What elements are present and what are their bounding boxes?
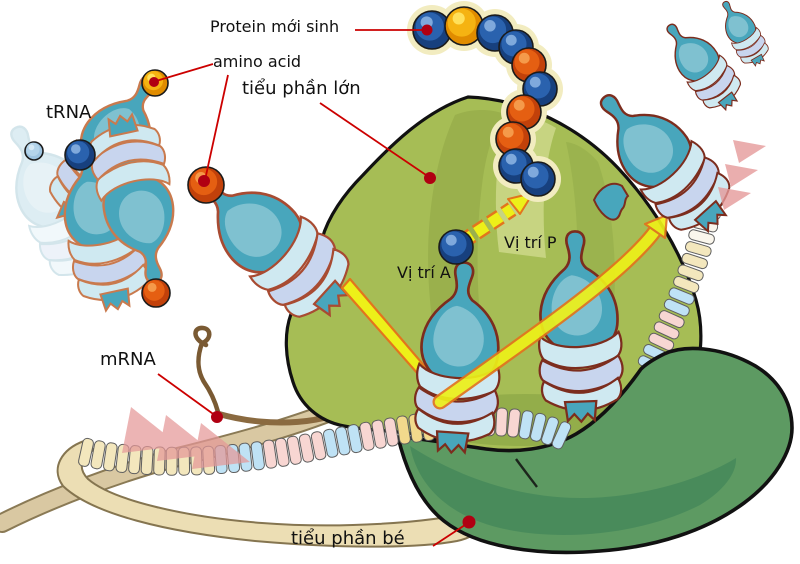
mrna-codon — [396, 415, 411, 445]
trna-label: tRNA — [46, 102, 92, 123]
annotation-dot — [424, 172, 436, 184]
mrna-codon — [648, 332, 675, 351]
annotation-line-amino-2 — [204, 74, 229, 181]
mrna-brown-strand — [193, 325, 221, 415]
mrna-codon — [677, 264, 704, 282]
pink-arrow — [733, 140, 766, 163]
amino-acid-label: amino acid — [213, 52, 302, 71]
mrna-codon — [298, 433, 315, 463]
annotation-line-amino-1 — [155, 63, 214, 82]
protein-label: Protein mới sinh — [210, 17, 340, 36]
mrna-codon — [347, 424, 363, 454]
amino-acid-ghost — [24, 141, 44, 161]
trna-binding-stub — [592, 182, 630, 221]
mrna-codon — [383, 417, 399, 447]
mrna-direction-arrows-left — [122, 407, 250, 469]
small-subunit-crease — [515, 458, 538, 488]
mrna-codon — [495, 407, 508, 437]
site-a-label: Vị trí A — [397, 263, 451, 282]
protein-chain — [412, 6, 558, 197]
small-subunit-label: tiểu phần bé — [291, 528, 405, 549]
mrna-codon — [78, 437, 94, 467]
mrna-codon — [359, 421, 375, 451]
annotation-dot — [198, 175, 210, 187]
mrna-codon — [262, 439, 278, 469]
annotation-dot — [211, 411, 223, 423]
mrna-codon — [684, 241, 712, 257]
annotation-dot — [421, 24, 433, 36]
mrna-label: mRNA — [100, 349, 156, 370]
annotations — [149, 24, 476, 547]
mrna-codon — [274, 437, 290, 467]
protein-bead-yellow — [444, 6, 484, 46]
mrna-codon — [673, 275, 700, 294]
mrna-codon — [335, 426, 351, 456]
mrna-codon — [250, 441, 265, 471]
free-trna-cluster — [0, 58, 192, 318]
mrna-codon — [506, 408, 521, 438]
mrna-codon — [530, 412, 547, 442]
mrna-codon — [668, 287, 695, 305]
mrna-codon — [310, 431, 327, 461]
annotation-line-mrna — [157, 373, 217, 417]
annotation-dot — [462, 515, 476, 529]
mrna-codon — [658, 310, 685, 329]
mrna-codon — [286, 435, 302, 465]
mrna-codon — [90, 440, 106, 470]
amino-acid-blue — [64, 139, 96, 171]
protein-bead-orange — [506, 94, 542, 130]
mrna-codon — [518, 410, 534, 440]
protein-bead-blue — [520, 161, 556, 197]
site-p-label: Vị trí P — [504, 233, 557, 252]
annotation-dot — [149, 77, 159, 87]
mrna-codon — [371, 419, 387, 449]
protein-bead-orange — [495, 121, 531, 157]
mrna-codon — [103, 442, 118, 472]
mrna-codon — [322, 428, 339, 458]
pink-arrow — [718, 187, 751, 210]
pink-arrow — [192, 423, 250, 469]
mrna-codon — [653, 321, 680, 340]
mrna-codon — [663, 298, 690, 317]
annotation-line-small-subunit — [432, 522, 469, 547]
amino-acid-orange — [141, 278, 171, 308]
arrow-translocation — [432, 213, 669, 410]
amino-acid-blue — [438, 229, 474, 265]
mrna-codon — [688, 229, 715, 245]
mrna-codon — [140, 445, 154, 476]
mrna-direction-arrows-right — [718, 140, 766, 210]
large-subunit-label: tiểu phần lớn — [242, 78, 361, 99]
mrna-codon — [681, 252, 708, 270]
small-subunit-bowl-shadow — [410, 446, 737, 535]
annotation-line-large-subunit — [319, 102, 430, 178]
pink-arrow — [725, 164, 758, 187]
mrna-right-column — [637, 181, 726, 374]
mrna-codon — [541, 416, 559, 446]
